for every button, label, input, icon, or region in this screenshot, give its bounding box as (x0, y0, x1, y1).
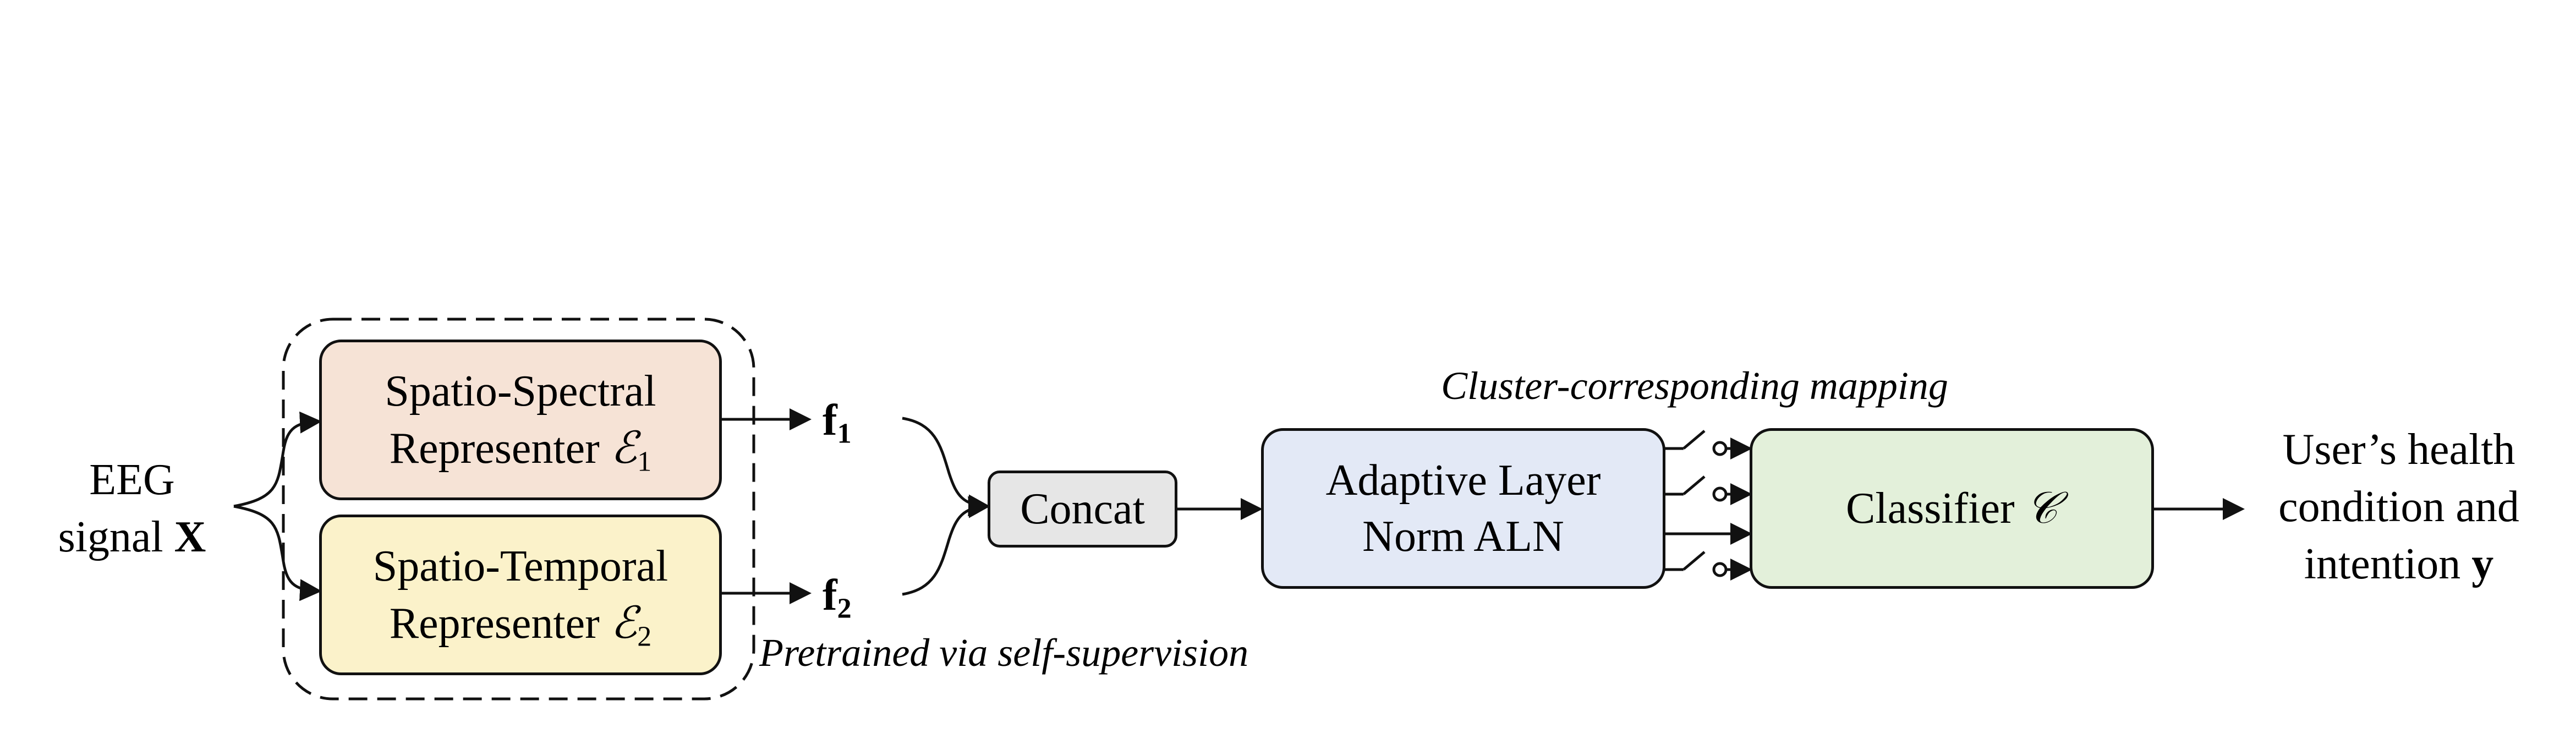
aln-line2: Norm ALN (1362, 512, 1564, 561)
encoder2-symbol: ℰ (610, 597, 638, 648)
encoder1-symbol: ℰ (610, 422, 638, 473)
concat-box: Concat (988, 471, 1177, 548)
eeg-input-line2: signal (58, 513, 163, 561)
classifier-symbol: 𝒞 (2025, 482, 2058, 534)
aln-line1: Adaptive Layer (1325, 456, 1601, 505)
output-line3: intention (2304, 540, 2461, 588)
encoder1-line1: Spatio-Spectral (385, 367, 656, 416)
output-line1: User’s health (2282, 425, 2515, 474)
output-label: User’s health condition and intention y (2245, 421, 2553, 593)
output-line2: condition and (2278, 483, 2519, 531)
f2-to-concat-arrow (902, 496, 990, 596)
input-split-arrow-top (233, 411, 322, 508)
eeg-input-line1: EEG (89, 456, 175, 504)
encoder1-line2: Representer (389, 424, 600, 473)
classifier-box: Classifier 𝒞 (1750, 428, 2154, 589)
encoder2-subscript: 2 (637, 621, 652, 653)
encoder2-line1: Spatio-Temporal (372, 542, 668, 591)
spatio-spectral-representer-box: Spatio-Spectral Representer ℰ1 (319, 340, 722, 500)
pretrained-group-border (282, 318, 755, 701)
feature-f2-label: f2 (823, 571, 852, 625)
f1-to-concat-arrow (902, 417, 990, 517)
adaptive-layer-norm-box: Adaptive Layer Norm ALN (1261, 428, 1665, 589)
encoder1-subscript: 1 (637, 446, 652, 478)
spatio-temporal-representer-box: Spatio-Temporal Representer ℰ2 (319, 515, 722, 675)
concat-label: Concat (1020, 484, 1145, 533)
pretrained-note: Pretrained via self-supervision (759, 631, 1249, 675)
classifier-label: Classifier (1846, 484, 2015, 533)
eeg-input-label: EEG signal X (44, 451, 220, 566)
feature-f1-label: f1 (823, 396, 852, 450)
output-var: y (2471, 540, 2494, 588)
input-split-arrow-bottom (233, 505, 322, 601)
encoder2-line2: Representer (389, 599, 600, 648)
mapping-switches (1664, 430, 1752, 581)
cluster-mapping-note: Cluster-corresponding mapping (1441, 364, 1948, 408)
eeg-input-var: X (174, 513, 206, 561)
